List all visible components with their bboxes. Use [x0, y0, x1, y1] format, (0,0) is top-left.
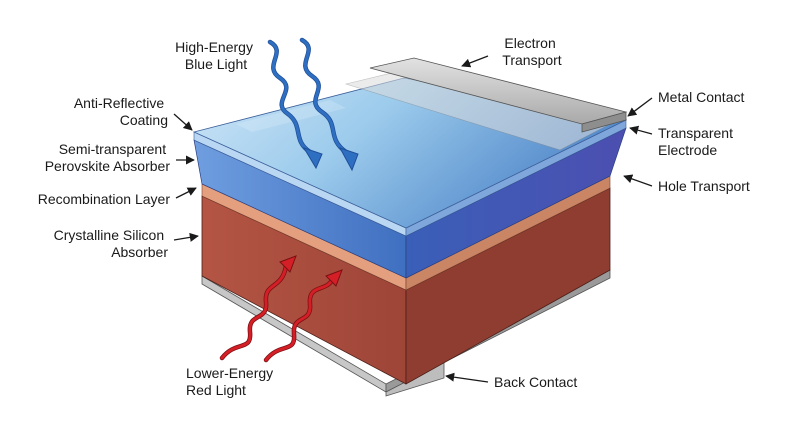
label-electron-transport: Electron Transport [502, 35, 562, 68]
label-perovskite: Semi-transparent Perovskite Absorber [45, 141, 171, 174]
label-electron-transport-line1: Electron [504, 35, 555, 51]
leader-lines [173, 55, 653, 383]
label-lower-energy-line1: Lower-Energy [186, 365, 273, 381]
red-light-waves [219, 255, 343, 363]
metal-contact-strip [344, 57, 628, 151]
label-transparent-electrode-line2: Electrode [658, 142, 717, 158]
label-high-energy: High-Energy Blue Light [175, 39, 257, 72]
label-hole-transport: Hole Transport [658, 178, 750, 194]
label-back-contact: Back Contact [494, 374, 577, 390]
label-anti-reflective-line1: Anti-Reflective [74, 95, 164, 111]
label-electron-transport-line2: Transport [502, 52, 562, 68]
labels: High-Energy Blue Light Electron Transpor… [38, 35, 750, 398]
label-anti-reflective: Anti-Reflective Coating [74, 95, 168, 128]
label-transparent-electrode: Transparent Electrode [658, 125, 737, 158]
label-high-energy-line2: Blue Light [185, 56, 247, 72]
label-silicon-line1: Crystalline Silicon [54, 227, 164, 243]
blue-light-waves [267, 37, 359, 172]
label-transparent-electrode-line1: Transparent [658, 125, 733, 141]
label-recombination: Recombination Layer [38, 191, 171, 207]
label-lower-energy-line2: Red Light [186, 382, 246, 398]
label-silicon: Crystalline Silicon Absorber [54, 227, 169, 260]
label-silicon-line2: Absorber [111, 244, 168, 260]
label-perovskite-line1: Semi-transparent [59, 141, 166, 157]
label-anti-reflective-line2: Coating [120, 112, 168, 128]
label-lower-energy: Lower-Energy Red Light [186, 365, 277, 398]
perovskite-absorber-layer [193, 127, 627, 279]
label-high-energy-line1: High-Energy [175, 39, 253, 55]
label-perovskite-line2: Perovskite Absorber [45, 158, 171, 174]
label-metal-contact: Metal Contact [658, 89, 744, 105]
